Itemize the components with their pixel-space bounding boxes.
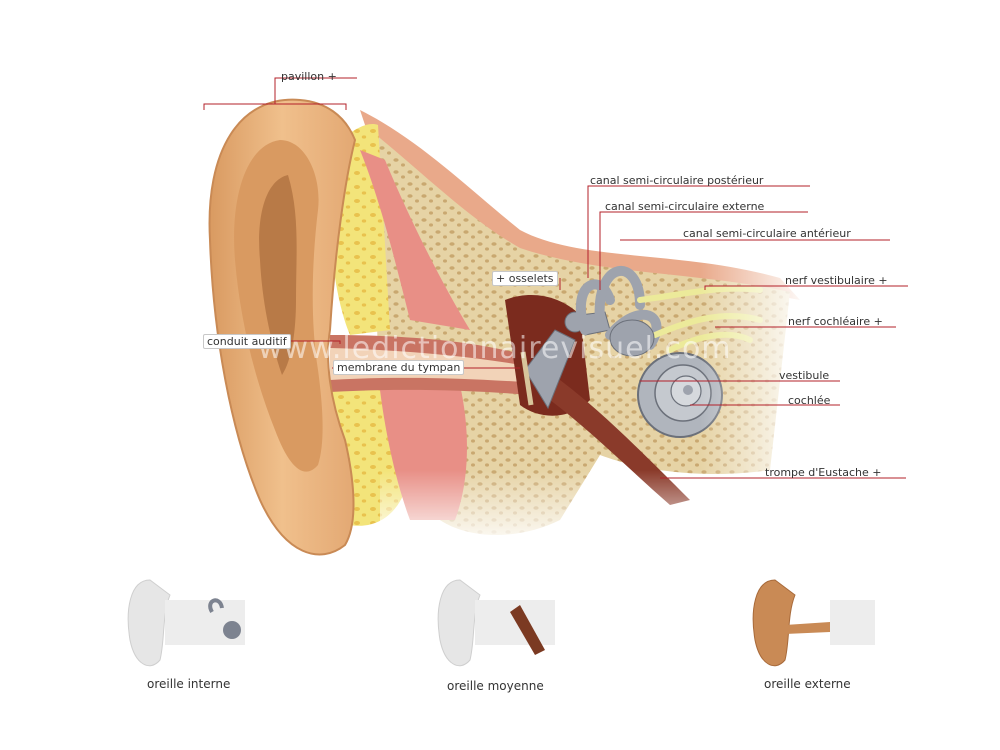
label-membrane-tympan[interactable]: membrane du tympan — [333, 360, 465, 375]
label-nerf-cochleaire[interactable]: nerf cochléaire + — [788, 315, 883, 328]
caption-oreille-externe[interactable]: oreille externe — [764, 677, 851, 691]
vestibule-shape — [609, 319, 655, 357]
label-osselets[interactable]: + osselets — [492, 271, 558, 286]
thumb-middle-ear — [437, 579, 555, 667]
thumb-inner-ear — [127, 579, 245, 667]
watermark-text: www.ledictionnairevisuel.com — [258, 331, 732, 366]
label-canal-anterieur[interactable]: canal semi-circulaire antérieur — [683, 227, 851, 240]
tympanic-membrane — [520, 351, 534, 406]
label-conduit-auditif[interactable]: conduit auditif — [203, 334, 291, 349]
label-trompe-eustache[interactable]: trompe d'Eustache + — [765, 466, 882, 479]
label-vestibule[interactable]: vestibule — [779, 369, 830, 382]
thumb-outer-ear — [752, 579, 875, 667]
label-pavillon[interactable]: pavillon + — [281, 70, 337, 83]
label-canal-posterieur[interactable]: canal semi-circulaire postérieur — [590, 174, 764, 187]
label-cochlee[interactable]: cochlée — [788, 394, 831, 407]
caption-oreille-interne[interactable]: oreille interne — [147, 677, 231, 691]
upper-flesh — [360, 150, 470, 330]
label-canal-externe[interactable]: canal semi-circulaire externe — [605, 200, 765, 213]
label-nerf-vestibulaire[interactable]: nerf vestibulaire + — [785, 274, 888, 287]
caption-oreille-moyenne[interactable]: oreille moyenne — [447, 679, 544, 693]
